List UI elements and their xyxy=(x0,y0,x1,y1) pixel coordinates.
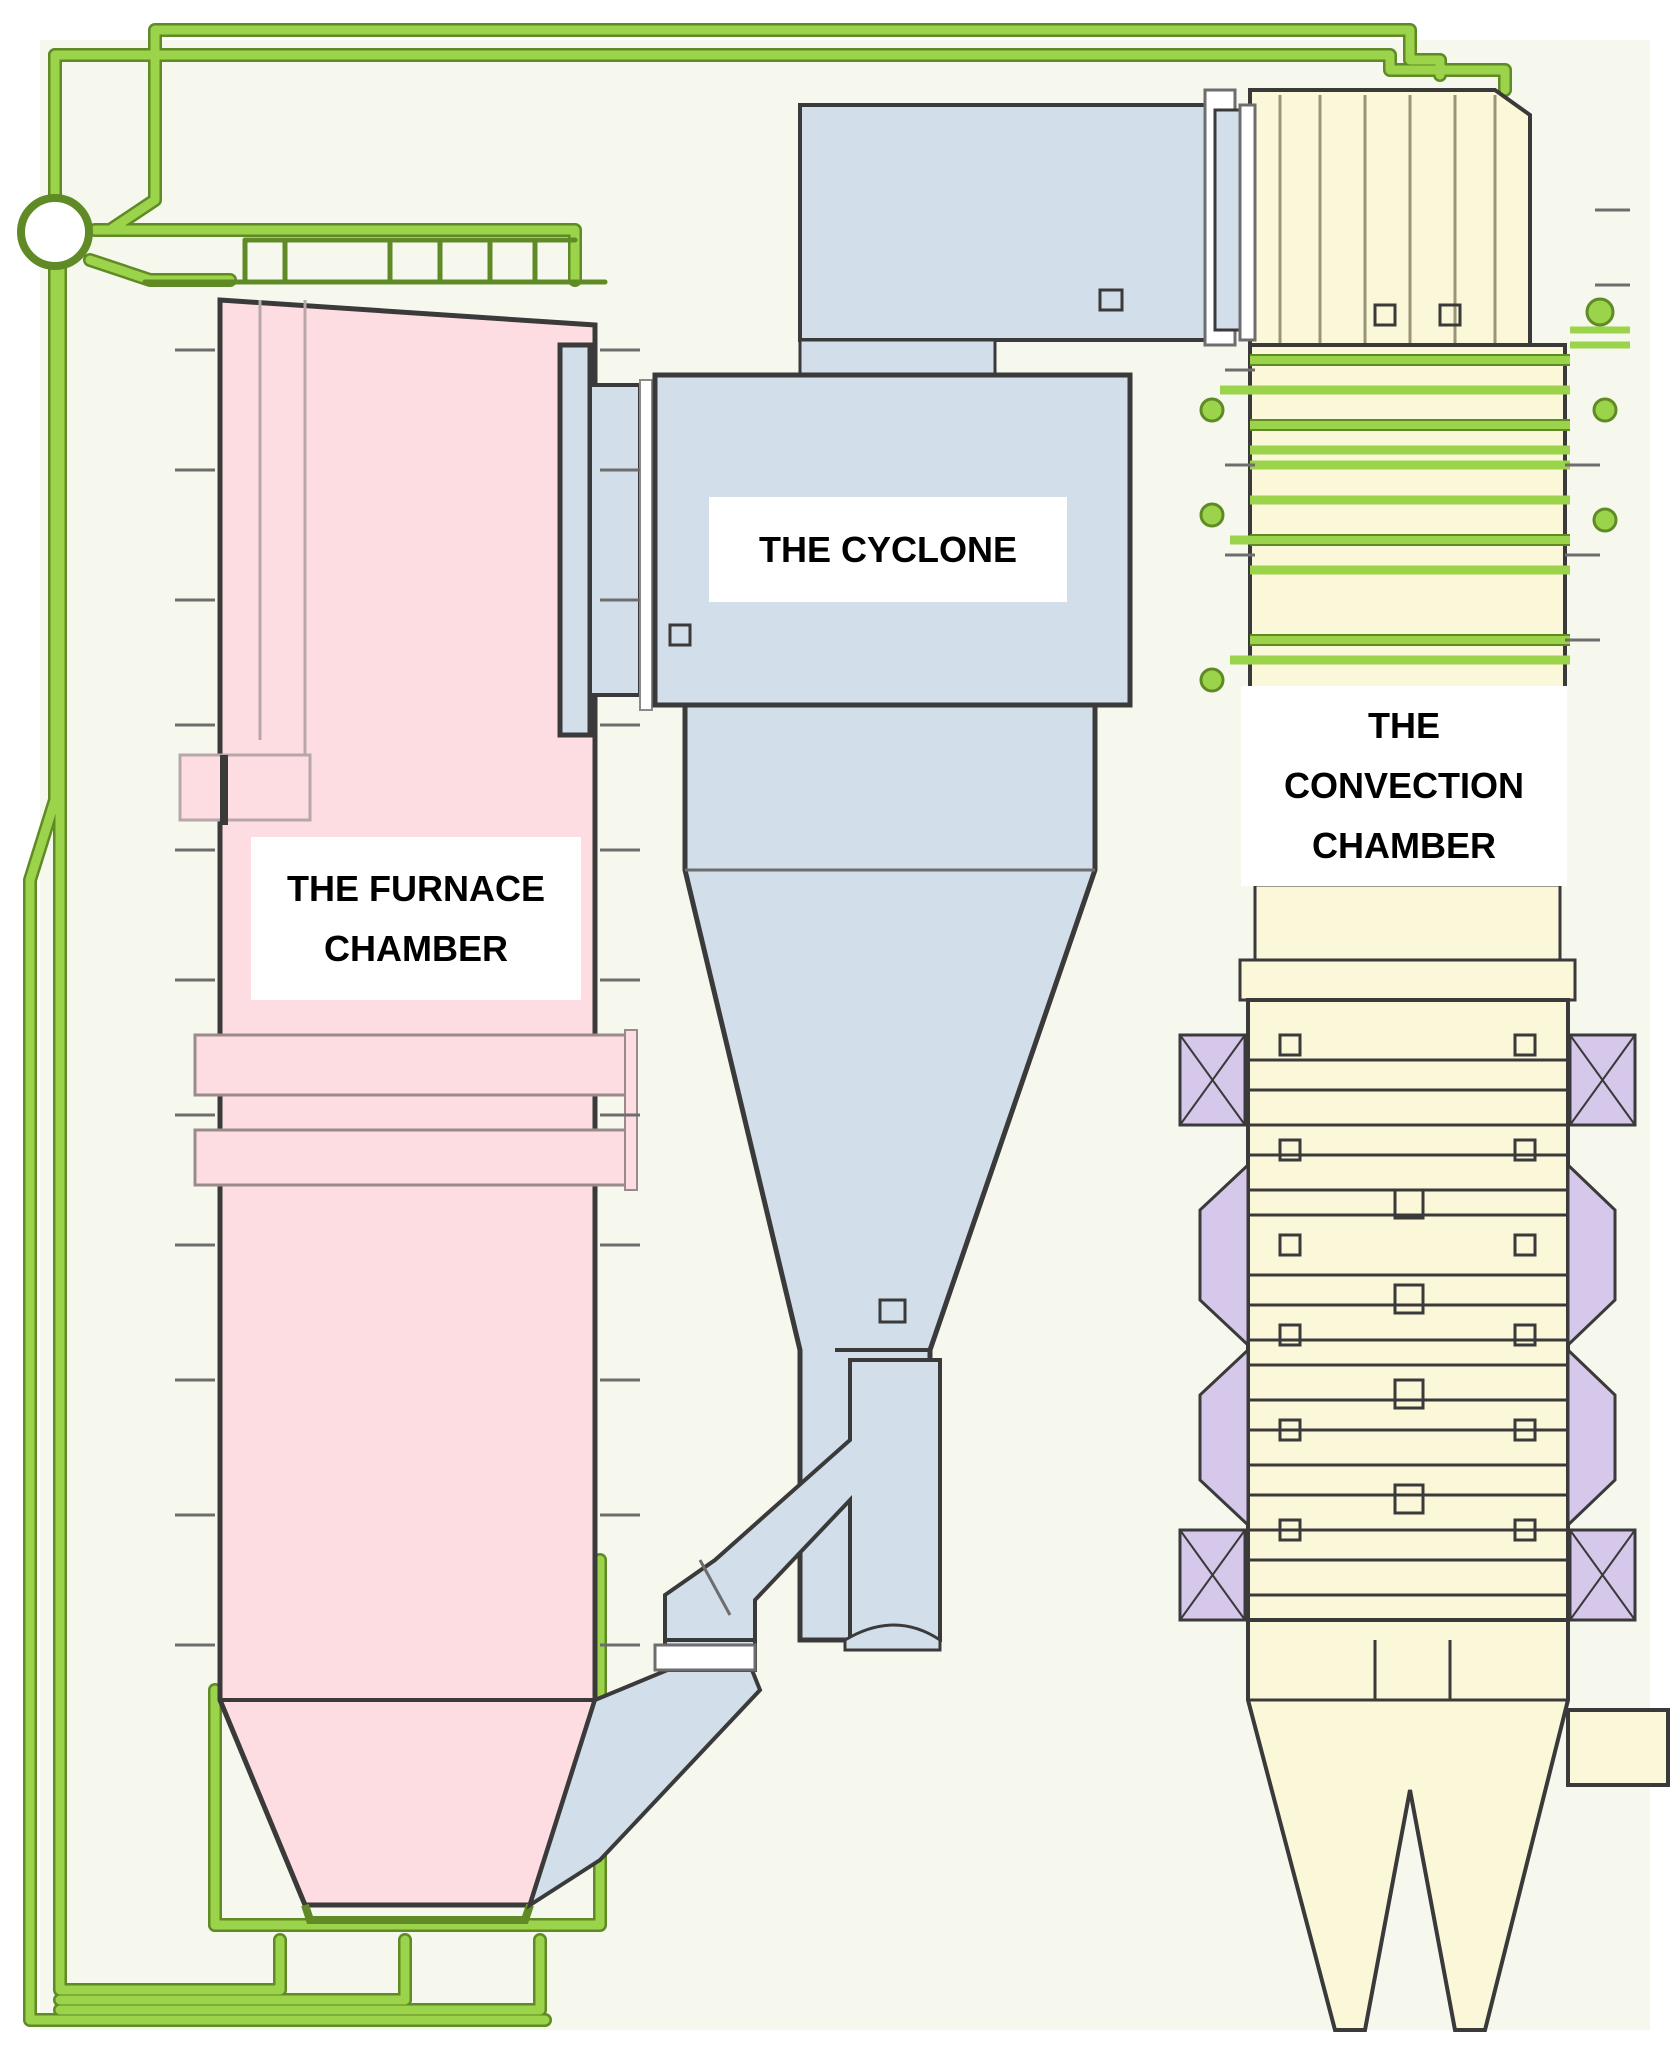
furnace-chamber-label: THE FURNACE CHAMBER xyxy=(251,837,581,1000)
steam-pipework xyxy=(23,23,1512,2027)
convection-chamber xyxy=(1178,88,1670,2032)
cyclone-label: THE CYCLONE xyxy=(709,497,1067,602)
cyclone xyxy=(652,88,1247,1652)
convection-chamber-label: THE CONVECTION CHAMBER xyxy=(1241,686,1567,886)
steam-drum xyxy=(17,194,93,270)
crossover-duct xyxy=(1238,103,1257,342)
furnace-chamber xyxy=(175,297,653,1924)
